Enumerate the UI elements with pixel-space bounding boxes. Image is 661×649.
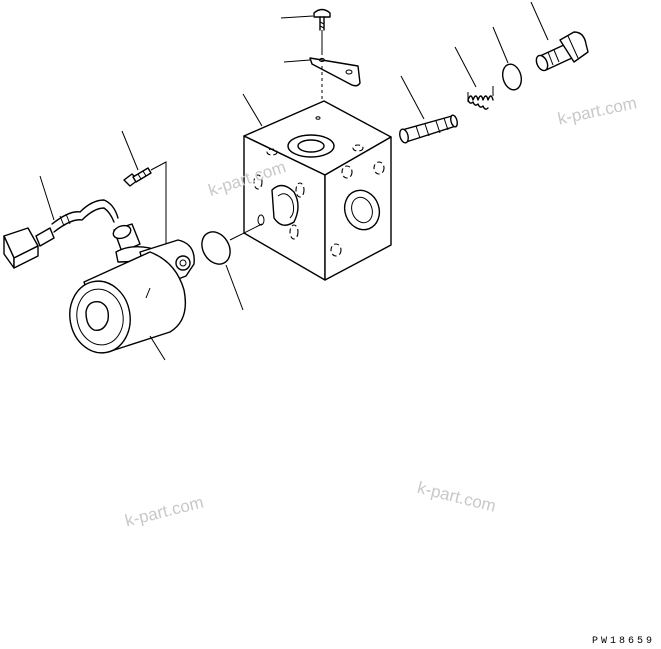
valve-block-part: [243, 100, 392, 281]
leader-solenoid: [149, 335, 166, 361]
bolt-part: [313, 8, 331, 55]
leader-connector: [39, 175, 55, 221]
spool-part: [399, 114, 458, 144]
leader-valve-block: [242, 93, 263, 127]
o-ring-large-part: [201, 223, 263, 265]
o-ring-part: [501, 63, 523, 91]
leader-o-ring: [492, 26, 509, 64]
leader-o-ring-large: [225, 264, 244, 311]
leader-plate: [283, 59, 311, 63]
solenoid-bolt-part: [123, 161, 167, 258]
leader-spring: [454, 46, 477, 88]
solenoid-connector-part: [3, 199, 119, 269]
leader-bolt: [280, 15, 314, 19]
plug-part: [535, 31, 589, 72]
plate-part: [309, 57, 361, 115]
spring-part: [467, 86, 494, 110]
leader-spool: [400, 75, 425, 120]
solenoid-part: [69, 223, 195, 354]
leader-solenoid-bolt: [121, 130, 139, 171]
leader-plug: [530, 1, 549, 41]
drawing-code: PW18659: [591, 636, 655, 647]
